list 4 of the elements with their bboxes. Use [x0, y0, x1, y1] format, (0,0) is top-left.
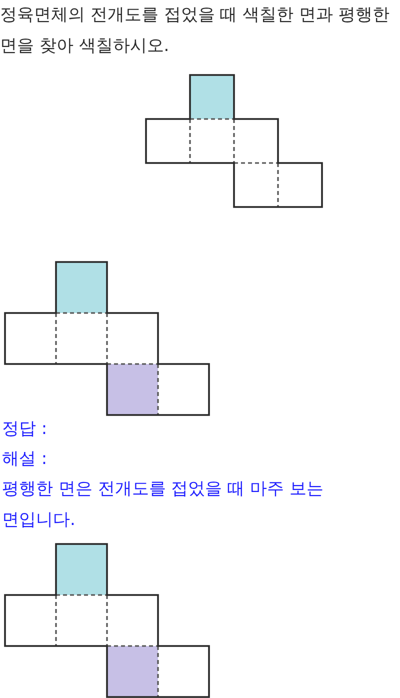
explanation-text: 평행한 면은 전개도를 접었을 때 마주 보는 면입니다.: [2, 478, 324, 532]
explanation-label: 해설 :: [2, 448, 48, 471]
answer-label: 정답 :: [2, 418, 48, 441]
question-text: 정육면체의 전개도를 접었을 때 색칠한 면과 평행한 면을 찾아 색칠하시오.: [0, 4, 390, 58]
